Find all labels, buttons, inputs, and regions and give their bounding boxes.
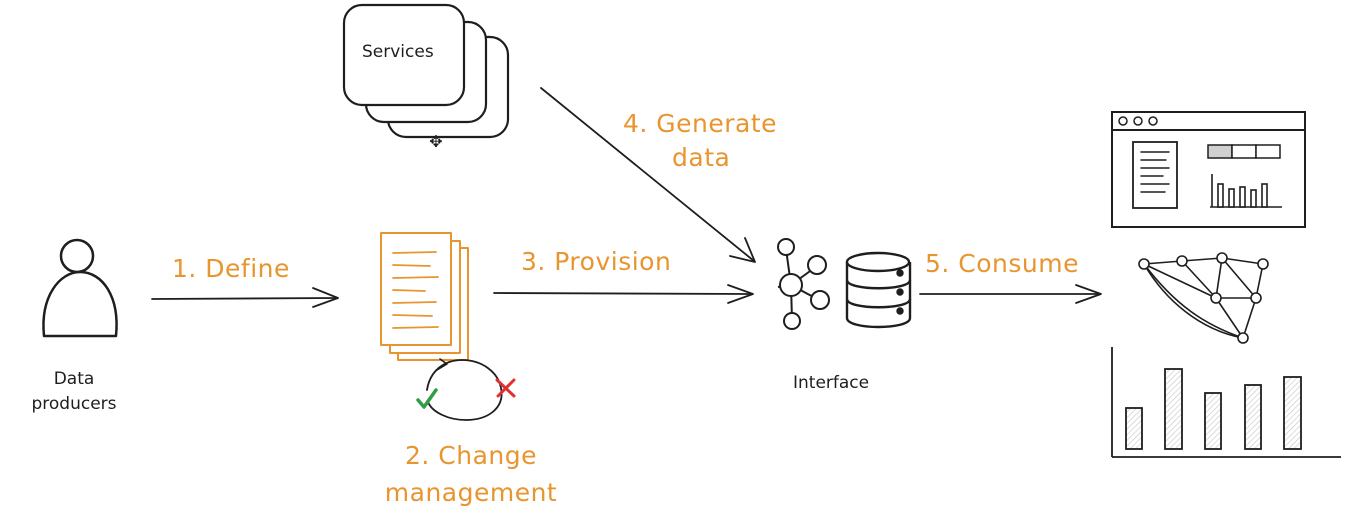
bar-chart-icon (1111, 347, 1341, 458)
generate-line1: 4. Generate (623, 109, 778, 138)
graph-node-icon (777, 238, 830, 330)
define-label: 1. Define (172, 254, 290, 283)
arrow-provision (493, 284, 754, 304)
arrow-define (151, 287, 339, 308)
check-icon (416, 388, 438, 409)
cross-icon (495, 378, 516, 398)
service-cards-icon (342, 3, 510, 139)
document-stack-icon (380, 232, 469, 361)
consume-label: 5. Consume (925, 249, 1079, 278)
arrow-consume (919, 284, 1102, 304)
generate-data-label: 4. Generate data (623, 107, 777, 175)
cursor-move-icon: ✥ (429, 132, 442, 151)
change-line2: management (384, 478, 558, 507)
network-graph-icon (1138, 252, 1269, 344)
dashboard-window-icon (1111, 111, 1306, 228)
data-producers-label: Data producers (24, 367, 124, 417)
provision-label: 3. Provision (521, 247, 672, 276)
interface-label: Interface (793, 373, 870, 393)
data-producers-line2: producers (31, 394, 117, 414)
change-line1: 2. Change (404, 441, 537, 470)
data-producers-line1: Data (53, 369, 95, 389)
arrow-generate (540, 87, 756, 263)
services-label: Services (362, 42, 434, 62)
change-management-label: 2. Change management (378, 437, 564, 511)
person-icon (42, 238, 118, 338)
database-icon (845, 251, 912, 329)
generate-line2: data (672, 143, 731, 172)
change-cycle-icon (416, 358, 516, 421)
